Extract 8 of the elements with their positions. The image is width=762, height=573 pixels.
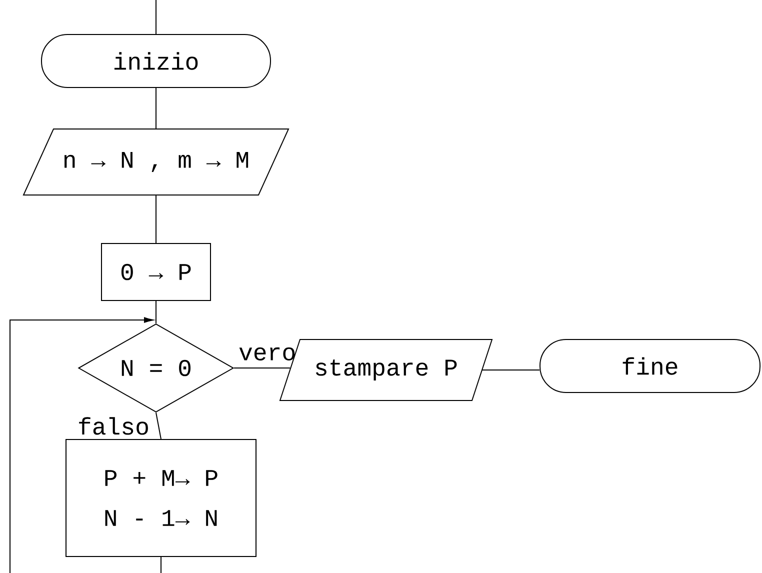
edge-label: vero bbox=[239, 347, 295, 360]
terminal-box: fine bbox=[540, 339, 760, 393]
connector-line bbox=[10, 317, 162, 573]
process-box: 0 → P bbox=[101, 243, 211, 301]
edge-label: falso bbox=[79, 417, 148, 435]
process-box: P + M→ P N - 1→ N bbox=[66, 439, 256, 557]
terminal-box: inizio bbox=[41, 34, 271, 88]
connector-line bbox=[156, 412, 162, 440]
